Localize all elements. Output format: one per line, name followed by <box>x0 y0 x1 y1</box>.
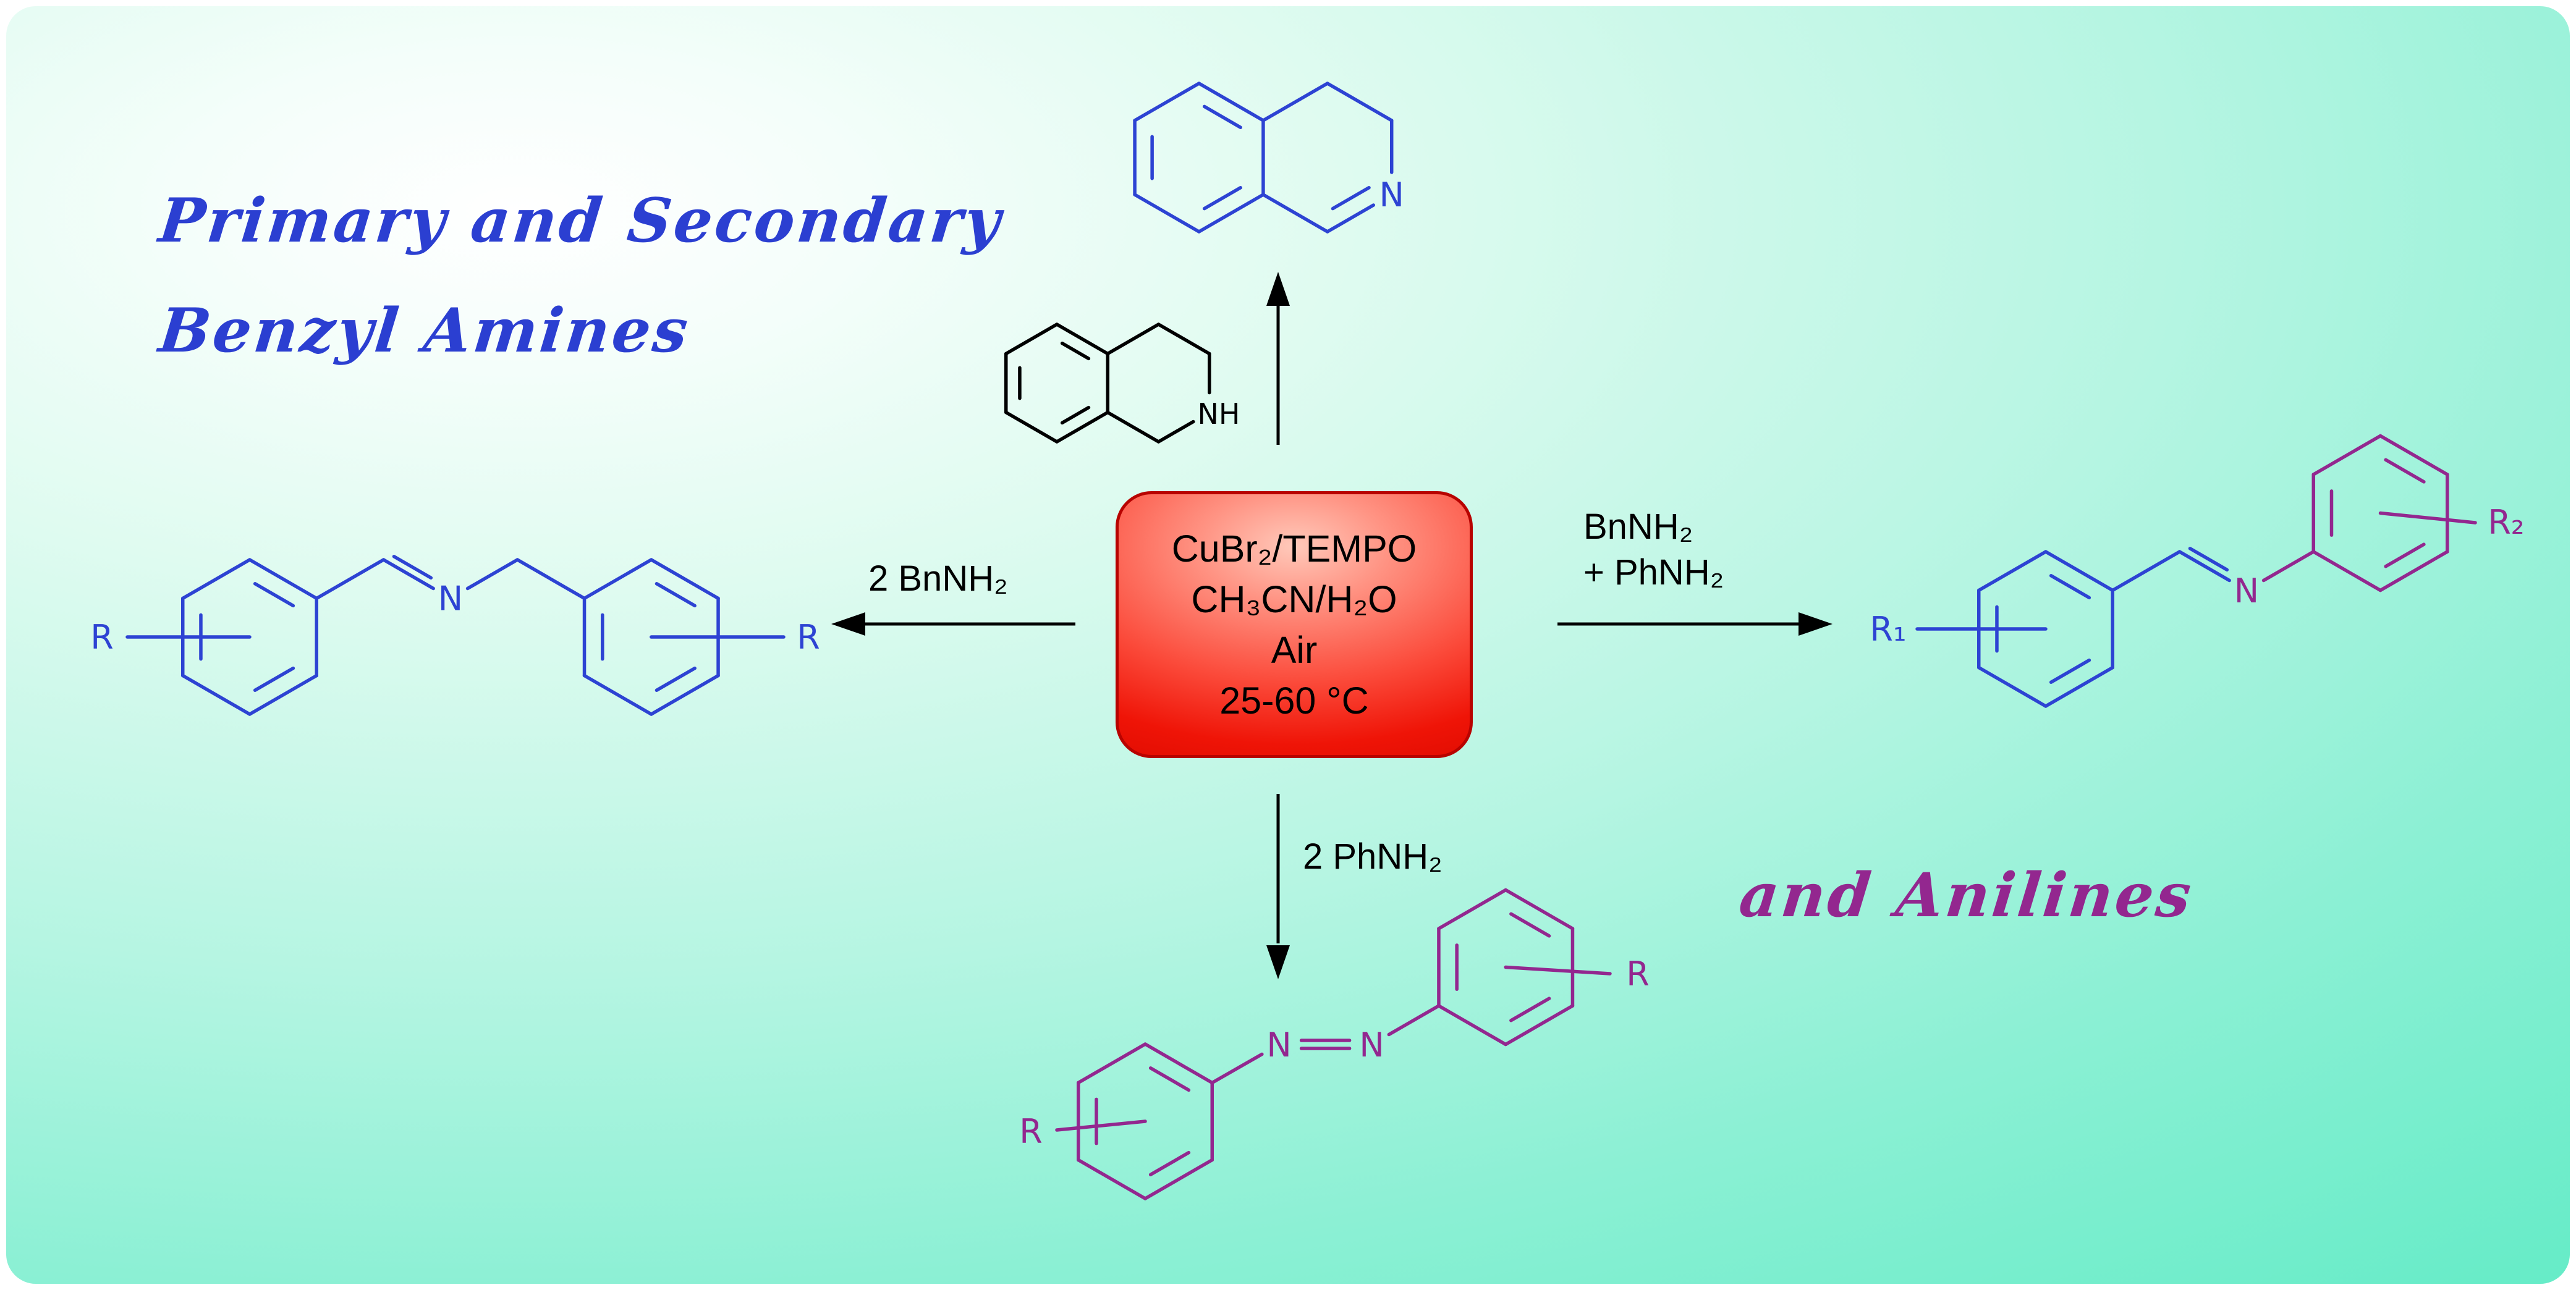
r2-group-label: R₂ <box>2488 503 2524 542</box>
dihydroisoquinoline-structure: N <box>1133 82 1404 234</box>
left-arrow-reagent-label: 2 BnNH₂ <box>868 559 1008 599</box>
reaction-conditions-box: CuBr₂/TEMPO CH₃CN/H₂O Air 25-60 °C <box>1116 491 1473 758</box>
azo-nitrogen2-label: N <box>1359 1026 1384 1064</box>
r-group-left-label: R <box>1019 1112 1043 1151</box>
imine-nitrogen-label: N <box>2234 571 2259 610</box>
right-arrow-reagent-line2: + PhNH₂ <box>1583 552 1724 593</box>
dibenzylimine-structure: R N R <box>90 554 820 716</box>
arrow-right <box>1557 612 1832 636</box>
conditions-line-temperature: 25-60 °C <box>1219 680 1369 722</box>
right-arrow-reagent-line1: BnNH₂ <box>1583 507 1693 547</box>
conditions-line-solvent: CH₃CN/H₂O <box>1191 578 1397 620</box>
r1-group-label: R₁ <box>1870 610 1906 649</box>
tetrahydroisoquinoline-structure: NH <box>1004 322 1240 444</box>
conditions-line-oxidant: Air <box>1271 629 1318 671</box>
down-arrow-reagent-label: 2 PhNH₂ <box>1303 837 1443 877</box>
imine-nitrogen-label: N <box>1379 175 1404 214</box>
arrow-up <box>1266 272 1290 445</box>
imine-nitrogen-label: N <box>438 580 463 618</box>
azobenzene-structure: R N N R <box>1019 888 1650 1200</box>
arrow-left <box>831 612 1075 636</box>
right-arrow-reagent-label: BnNH₂ + PhNH₂ <box>1583 504 1724 596</box>
r-group-left-label: R <box>90 618 114 657</box>
arrow-down <box>1266 794 1290 979</box>
conditions-line-catalyst: CuBr₂/TEMPO <box>1171 527 1417 570</box>
r-group-right-label: R <box>797 618 820 657</box>
benzylideneaniline-structure: R₁ N R₂ <box>1870 434 2525 708</box>
azo-nitrogen1-label: N <box>1266 1026 1291 1064</box>
amine-nh-label: NH <box>1198 397 1240 431</box>
r-group-right-label: R <box>1626 955 1650 993</box>
